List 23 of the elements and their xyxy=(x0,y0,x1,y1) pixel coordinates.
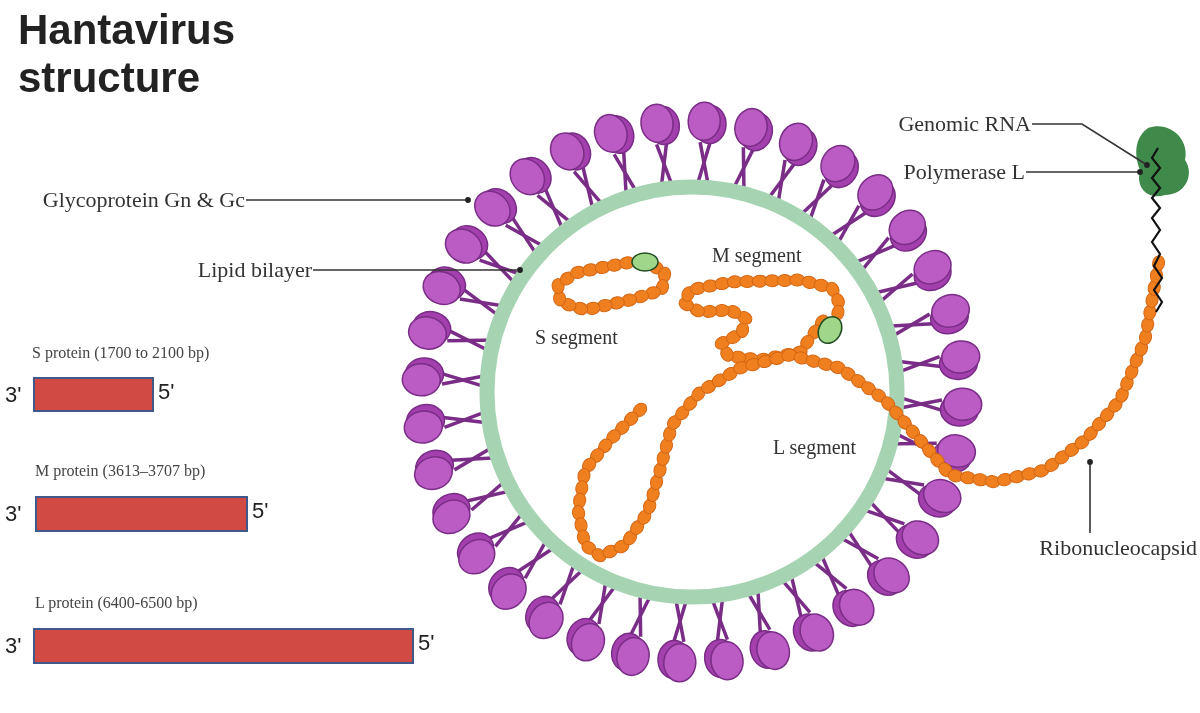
strand-end-label: 5' xyxy=(252,498,269,524)
strand-end-label: 3' xyxy=(5,501,22,527)
strand-end-label: 3' xyxy=(5,381,22,408)
strand-end-label: 3' xyxy=(5,633,22,659)
callout-label: Genomic RNA xyxy=(898,111,1031,137)
leader-line xyxy=(1031,123,1150,168)
segment-label: M segment xyxy=(712,243,802,267)
title: Hantavirus structure xyxy=(18,6,237,102)
gene-label: L protein (6400-6500 bp) xyxy=(35,593,198,613)
leader-line xyxy=(1087,459,1093,534)
strand-end-label: 5' xyxy=(158,378,175,405)
callout-label: Ribonucleocapsid xyxy=(985,535,1197,561)
strand-end-label: 5' xyxy=(418,630,435,656)
segment-label: S segment xyxy=(535,325,618,349)
leader-line xyxy=(312,267,523,273)
segment-label: L segment xyxy=(773,435,857,459)
callout-label: Polymerase L xyxy=(903,159,1025,185)
callout-label: Glycoprotein Gn & Gc xyxy=(38,187,245,213)
gene-label: S protein (1700 to 2100 bp) xyxy=(32,343,210,363)
leader-line xyxy=(1025,169,1143,175)
gene-label: M protein (3613–3707 bp) xyxy=(35,461,206,481)
leader-line xyxy=(245,197,471,203)
callout-label: Lipid bilayer xyxy=(197,257,312,283)
